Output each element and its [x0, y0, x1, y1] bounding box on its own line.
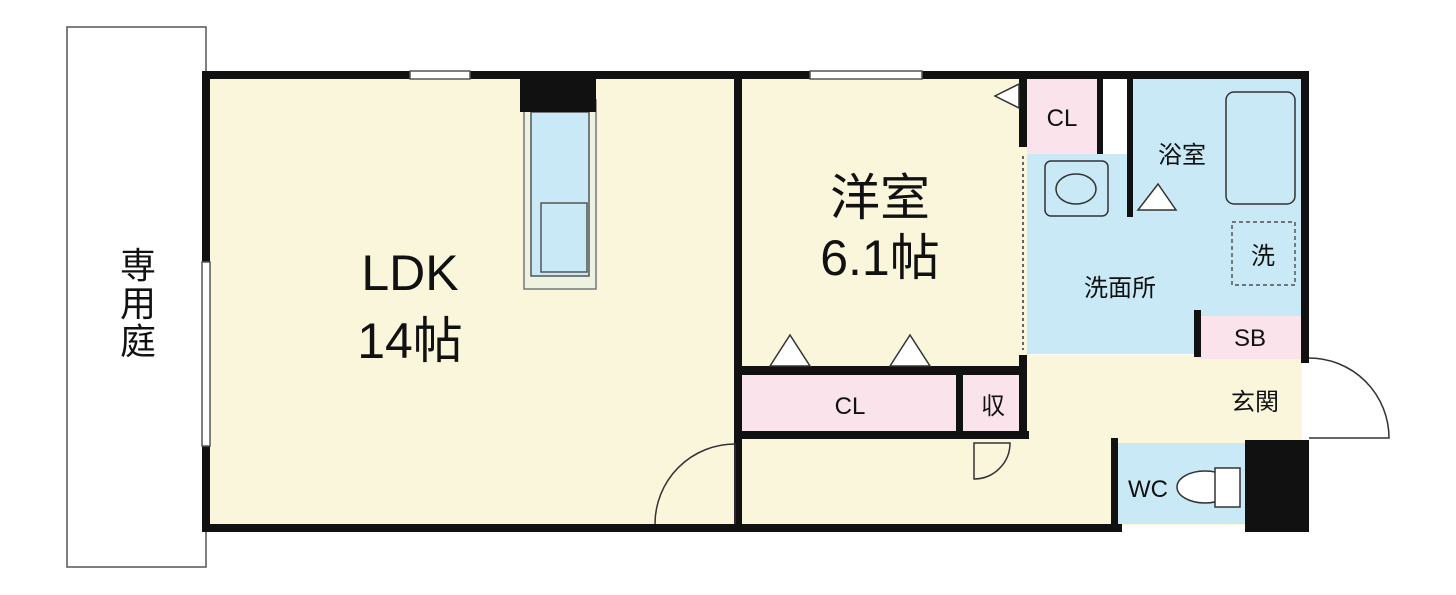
- toilet-tank: [1214, 467, 1241, 508]
- washer-space: [1231, 221, 1296, 286]
- bathtub: [1225, 91, 1296, 205]
- cl-bedroom-label: CL: [1047, 105, 1078, 132]
- garden-label-3: 庭: [120, 322, 156, 363]
- shoebox-label: SB: [1234, 325, 1266, 352]
- doors: [654, 156, 1390, 525]
- cl-hall-area: [742, 375, 958, 433]
- washbasin-bowl: [1055, 173, 1097, 205]
- entrance-door-swing: [1308, 357, 1390, 439]
- kitchen-stove: [540, 202, 588, 273]
- western-room-size: 6.1帖: [820, 230, 940, 286]
- window-ldk-top: [409, 70, 471, 80]
- garden-label-1: 専: [120, 246, 156, 287]
- bathroom-label: 浴室: [1158, 142, 1206, 169]
- washroom-label: 洗面所: [1084, 275, 1156, 302]
- washer-label: 洗: [1251, 243, 1275, 270]
- entrance-label: 玄関: [1231, 389, 1279, 416]
- windows: [201, 70, 923, 447]
- ldk-floor: [208, 77, 738, 524]
- western-room-floor: [742, 77, 1027, 369]
- garden-label-2: 用: [120, 284, 156, 325]
- storage-door-swing: [973, 442, 1011, 480]
- cl-hall-label: CL: [835, 393, 866, 420]
- ldk-door-swing: [654, 443, 736, 525]
- shoebox-area: [1197, 316, 1302, 359]
- storage-label: 収: [981, 393, 1005, 420]
- washbasin: [1044, 160, 1109, 217]
- western-room-name: 洋室: [830, 170, 930, 226]
- storage-area: [963, 375, 1023, 433]
- sliding-door-markers: [768, 82, 1178, 367]
- window-ldk-left: [201, 261, 211, 447]
- cl-bedroom-area: [1027, 77, 1097, 154]
- window-western-top: [809, 70, 923, 80]
- garden-area: [66, 26, 207, 568]
- ldk-name: LDK: [361, 245, 458, 301]
- toilet-label: WC: [1128, 476, 1168, 503]
- ldk-size: 14帖: [357, 313, 463, 369]
